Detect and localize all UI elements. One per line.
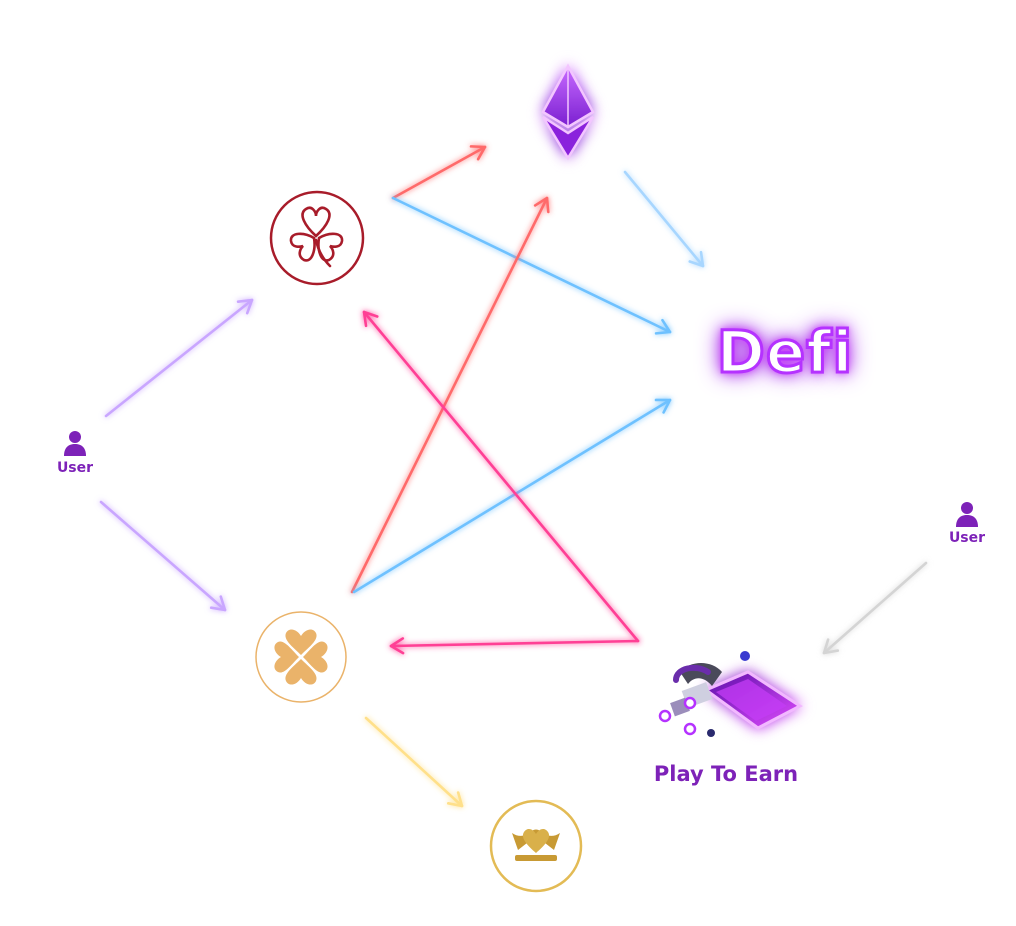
arrow-four-leaf-clover-to-heart-crown [364, 716, 464, 808]
play-to-earn-label: Play To Earn [653, 762, 799, 786]
user-label-right: User [948, 530, 986, 546]
arrow-user-to-play-to-earn [822, 561, 928, 655]
four-leaf-clover-icon [274, 629, 328, 685]
arrow-clover-heart-to-defi [391, 196, 672, 335]
clover-heart-icon [289, 206, 344, 268]
vr-headset-icon [658, 651, 803, 737]
four-leaf-clover-node [255, 611, 347, 703]
heart-crown-icon [512, 828, 560, 861]
defi-label: Defi [715, 317, 854, 388]
clover-heart-node [269, 190, 365, 286]
user-label-left: User [56, 460, 94, 476]
arrow-clover-heart-to-ethereum [391, 145, 487, 200]
user-icon-left [64, 431, 86, 456]
user-icon-right [956, 502, 978, 527]
heart-crown-node [489, 799, 583, 893]
user-node-right: User [932, 528, 1002, 546]
arrow-user-to-four-leaf-clover [99, 500, 227, 612]
arrow-play-to-earn-to-clover-heart [362, 310, 640, 643]
user-node-left: User [40, 458, 110, 476]
arrow-ethereum-to-defi [623, 170, 705, 268]
arrow-user-to-clover-heart [104, 298, 254, 418]
arrow-four-leaf-clover-to-defi [352, 398, 672, 594]
arrow-four-leaf-clover-to-ethereum [350, 196, 550, 594]
arrows-layer [99, 145, 928, 808]
ethereum-icon [541, 63, 595, 161]
arrow-play-to-earn-to-four-leaf-clover [389, 637, 640, 655]
